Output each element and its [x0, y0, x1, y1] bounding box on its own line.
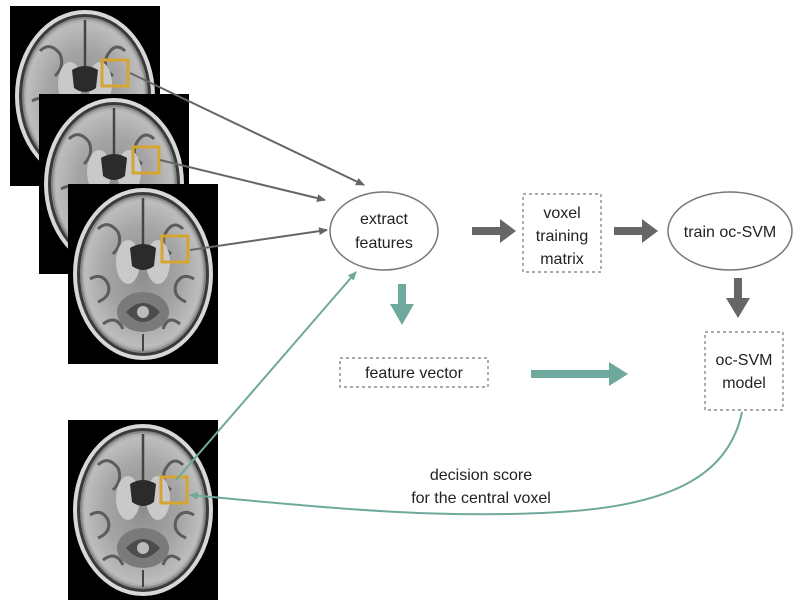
arrow-extract-to-vector — [390, 284, 414, 325]
arrow-vector-to-model — [531, 362, 628, 386]
voxel-matrix-line-1: voxel — [543, 205, 580, 222]
roi-box-2 — [131, 145, 161, 175]
svg-text:feature vector: feature vector — [365, 365, 464, 382]
roi-box-test — [159, 475, 189, 505]
arrow-extract-to-matrix — [472, 219, 516, 243]
extract-features-node: extract features — [329, 191, 439, 271]
ocsvm-model-line-2: model — [722, 375, 766, 392]
arrow-image2-to-extract — [159, 159, 326, 203]
ocsvm-model-node: oc-SVM model — [704, 331, 784, 411]
train-ocsvm-label: train oc-SVM — [684, 224, 776, 241]
roi-box-1 — [100, 58, 130, 88]
test-brain-image — [68, 420, 218, 600]
arrow-train-to-model — [726, 278, 750, 318]
brain-mri-image-3 — [68, 184, 218, 364]
brain-mri-image-2 — [39, 94, 189, 274]
voxel-training-matrix-node: voxel training matrix — [522, 193, 602, 273]
roi-box-3 — [160, 234, 190, 264]
brain-mri-image-1 — [10, 6, 160, 186]
arrow-test-to-extract — [175, 271, 357, 481]
svg-text:for the central voxel: for the central voxel — [411, 490, 551, 507]
arrow-image3-to-extract — [189, 227, 328, 251]
svg-text:extract: extract — [360, 211, 409, 228]
voxel-matrix-line-3: matrix — [540, 251, 584, 268]
arrow-image1-to-extract — [129, 72, 365, 186]
decision-score-line-2: for the central voxel — [411, 490, 551, 507]
svg-text:train oc-SVM: train oc-SVM — [684, 224, 776, 241]
svg-text:matrix: matrix — [540, 251, 584, 268]
svg-text:model: model — [722, 375, 766, 392]
training-images-stack — [10, 6, 218, 364]
decision-score-line-1: decision score — [430, 467, 532, 484]
extract-features-line-1: extract — [360, 211, 409, 228]
arrow-model-to-test-roi — [189, 411, 743, 516]
ocsvm-model-line-1: oc-SVM — [716, 352, 773, 369]
svg-text:decision score: decision score — [430, 467, 532, 484]
feature-vector-node: feature vector — [339, 357, 489, 388]
train-ocsvm-node: train oc-SVM — [667, 191, 793, 271]
svg-text:voxel: voxel — [543, 205, 580, 222]
svg-text:features: features — [355, 235, 413, 252]
feature-vector-label: feature vector — [365, 365, 464, 382]
voxel-matrix-line-2: training — [536, 228, 588, 245]
svg-text:training: training — [536, 228, 588, 245]
arrow-matrix-to-train — [614, 219, 658, 243]
svg-text:oc-SVM: oc-SVM — [716, 352, 773, 369]
decision-score-annotation: decision score for the central voxel — [411, 467, 551, 507]
extract-features-line-2: features — [355, 235, 413, 252]
